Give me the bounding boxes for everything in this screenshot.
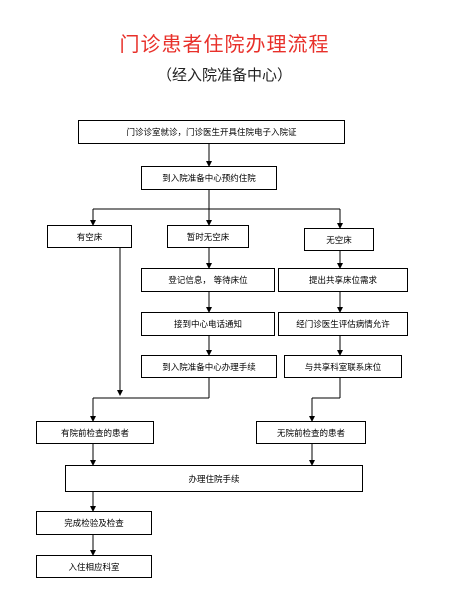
- step-prebook-center: 到入院准备中心预约住院: [141, 166, 277, 190]
- step-with-preexam: 有院前检查的患者: [36, 421, 154, 444]
- step-receive-call: 接到中心电话通知: [141, 312, 275, 336]
- step-no-bed: 无空床: [304, 228, 374, 251]
- step-register-wait: 登记信息， 等待床位: [141, 268, 275, 292]
- page-subtitle: （经入院准备中心）: [156, 66, 292, 84]
- step-clinic-assess: 经门诊医生评估病情允许: [278, 312, 408, 336]
- step-contact-shared-dept: 与共享科室联系床位: [284, 355, 402, 378]
- step-admission-procedures: 办理住院手续: [65, 465, 363, 492]
- step-enter-ward: 入住相应科室: [36, 555, 152, 578]
- step-go-center-procedures: 到入院准备中心办理手续: [141, 355, 277, 378]
- step-bed-available: 有空床: [47, 225, 132, 248]
- page-title: 门诊患者住院办理流程: [119, 32, 330, 56]
- step-outpatient-visit: 门诊诊室就诊，门诊医生开具住院电子入院证: [78, 120, 345, 144]
- step-complete-tests: 完成检验及检查: [36, 511, 152, 535]
- step-temp-no-bed: 暂时无空床: [167, 225, 249, 248]
- step-request-shared-bed: 提出共享床位需求: [278, 268, 408, 292]
- step-without-preexam: 无院前检查的患者: [256, 421, 366, 444]
